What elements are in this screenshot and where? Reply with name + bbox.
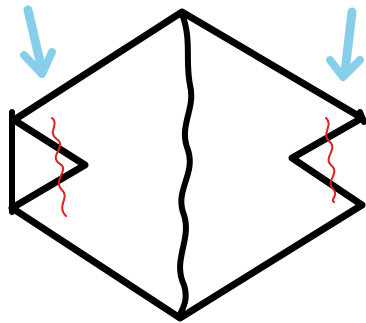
arrow-right-icon (330, 12, 360, 77)
center-crack (180, 14, 191, 318)
arrow-left-icon (24, 10, 52, 74)
right-vertical-stub (360, 112, 364, 122)
left-notch (12, 120, 85, 208)
left-notch-crack (52, 118, 66, 216)
